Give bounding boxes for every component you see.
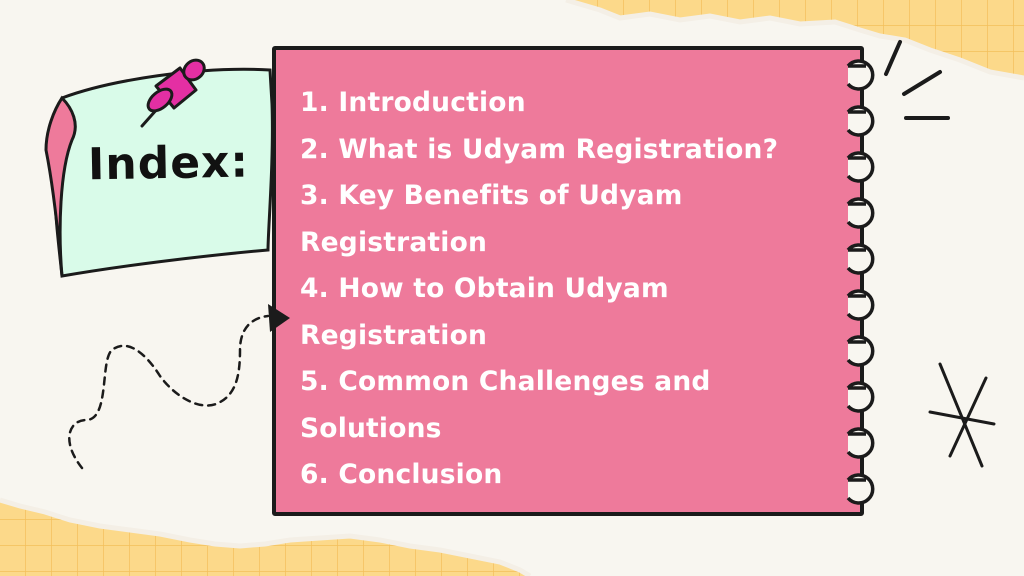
index-item-introduction: 1. Introduction <box>300 87 526 118</box>
index-list: 1. Introduction 2. What is Udyam Registr… <box>300 80 820 499</box>
index-item-challenges: 5. Common Challenges and Solutions <box>300 366 711 444</box>
notepad-card <box>272 46 864 516</box>
index-item-what-is: 2. What is Udyam Registration? <box>300 133 779 165</box>
index-item-how-to-obtain: 4. How to Obtain Udyam Registration <box>300 273 669 351</box>
index-item-key-benefits: 3. Key Benefits of Udyam Registration <box>300 180 683 258</box>
index-item-conclusion: 6. Conclusion <box>300 459 503 490</box>
